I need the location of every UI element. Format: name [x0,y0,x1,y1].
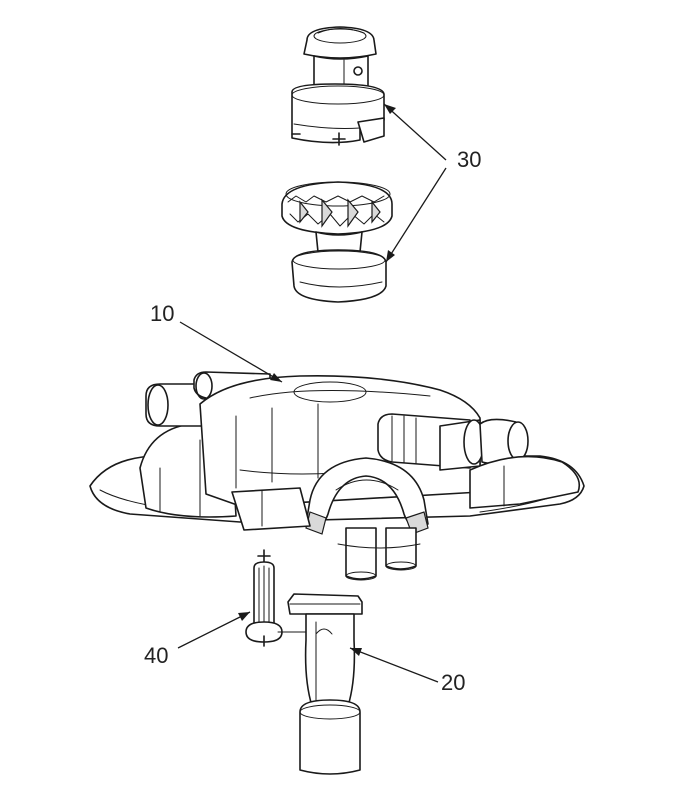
reference-numeral-30: 30 [457,147,482,172]
leader-line-30-upper [383,103,447,161]
leader-line-40 [177,611,251,649]
part-10-main-housing [89,371,585,581]
leader-lines [177,103,447,683]
reference-numeral-20: 20 [441,670,466,695]
part-20-handle [277,593,363,775]
leader-line-30-lower [385,167,447,263]
leader-line-10 [179,321,283,383]
reference-numeral-10: 10 [150,301,175,326]
arrowhead-40 [238,612,250,621]
arrowhead-20 [350,648,362,656]
arrowhead-30-lower [386,250,395,262]
arrowhead-30-upper [384,104,396,114]
leader-line-20 [349,647,439,683]
part-30-knurled-knob [281,181,393,303]
reference-numeral-40: 40 [144,643,169,668]
arrowhead-10 [270,373,282,382]
part-30-upper-cap [291,26,385,146]
part-40-screw [245,549,283,647]
